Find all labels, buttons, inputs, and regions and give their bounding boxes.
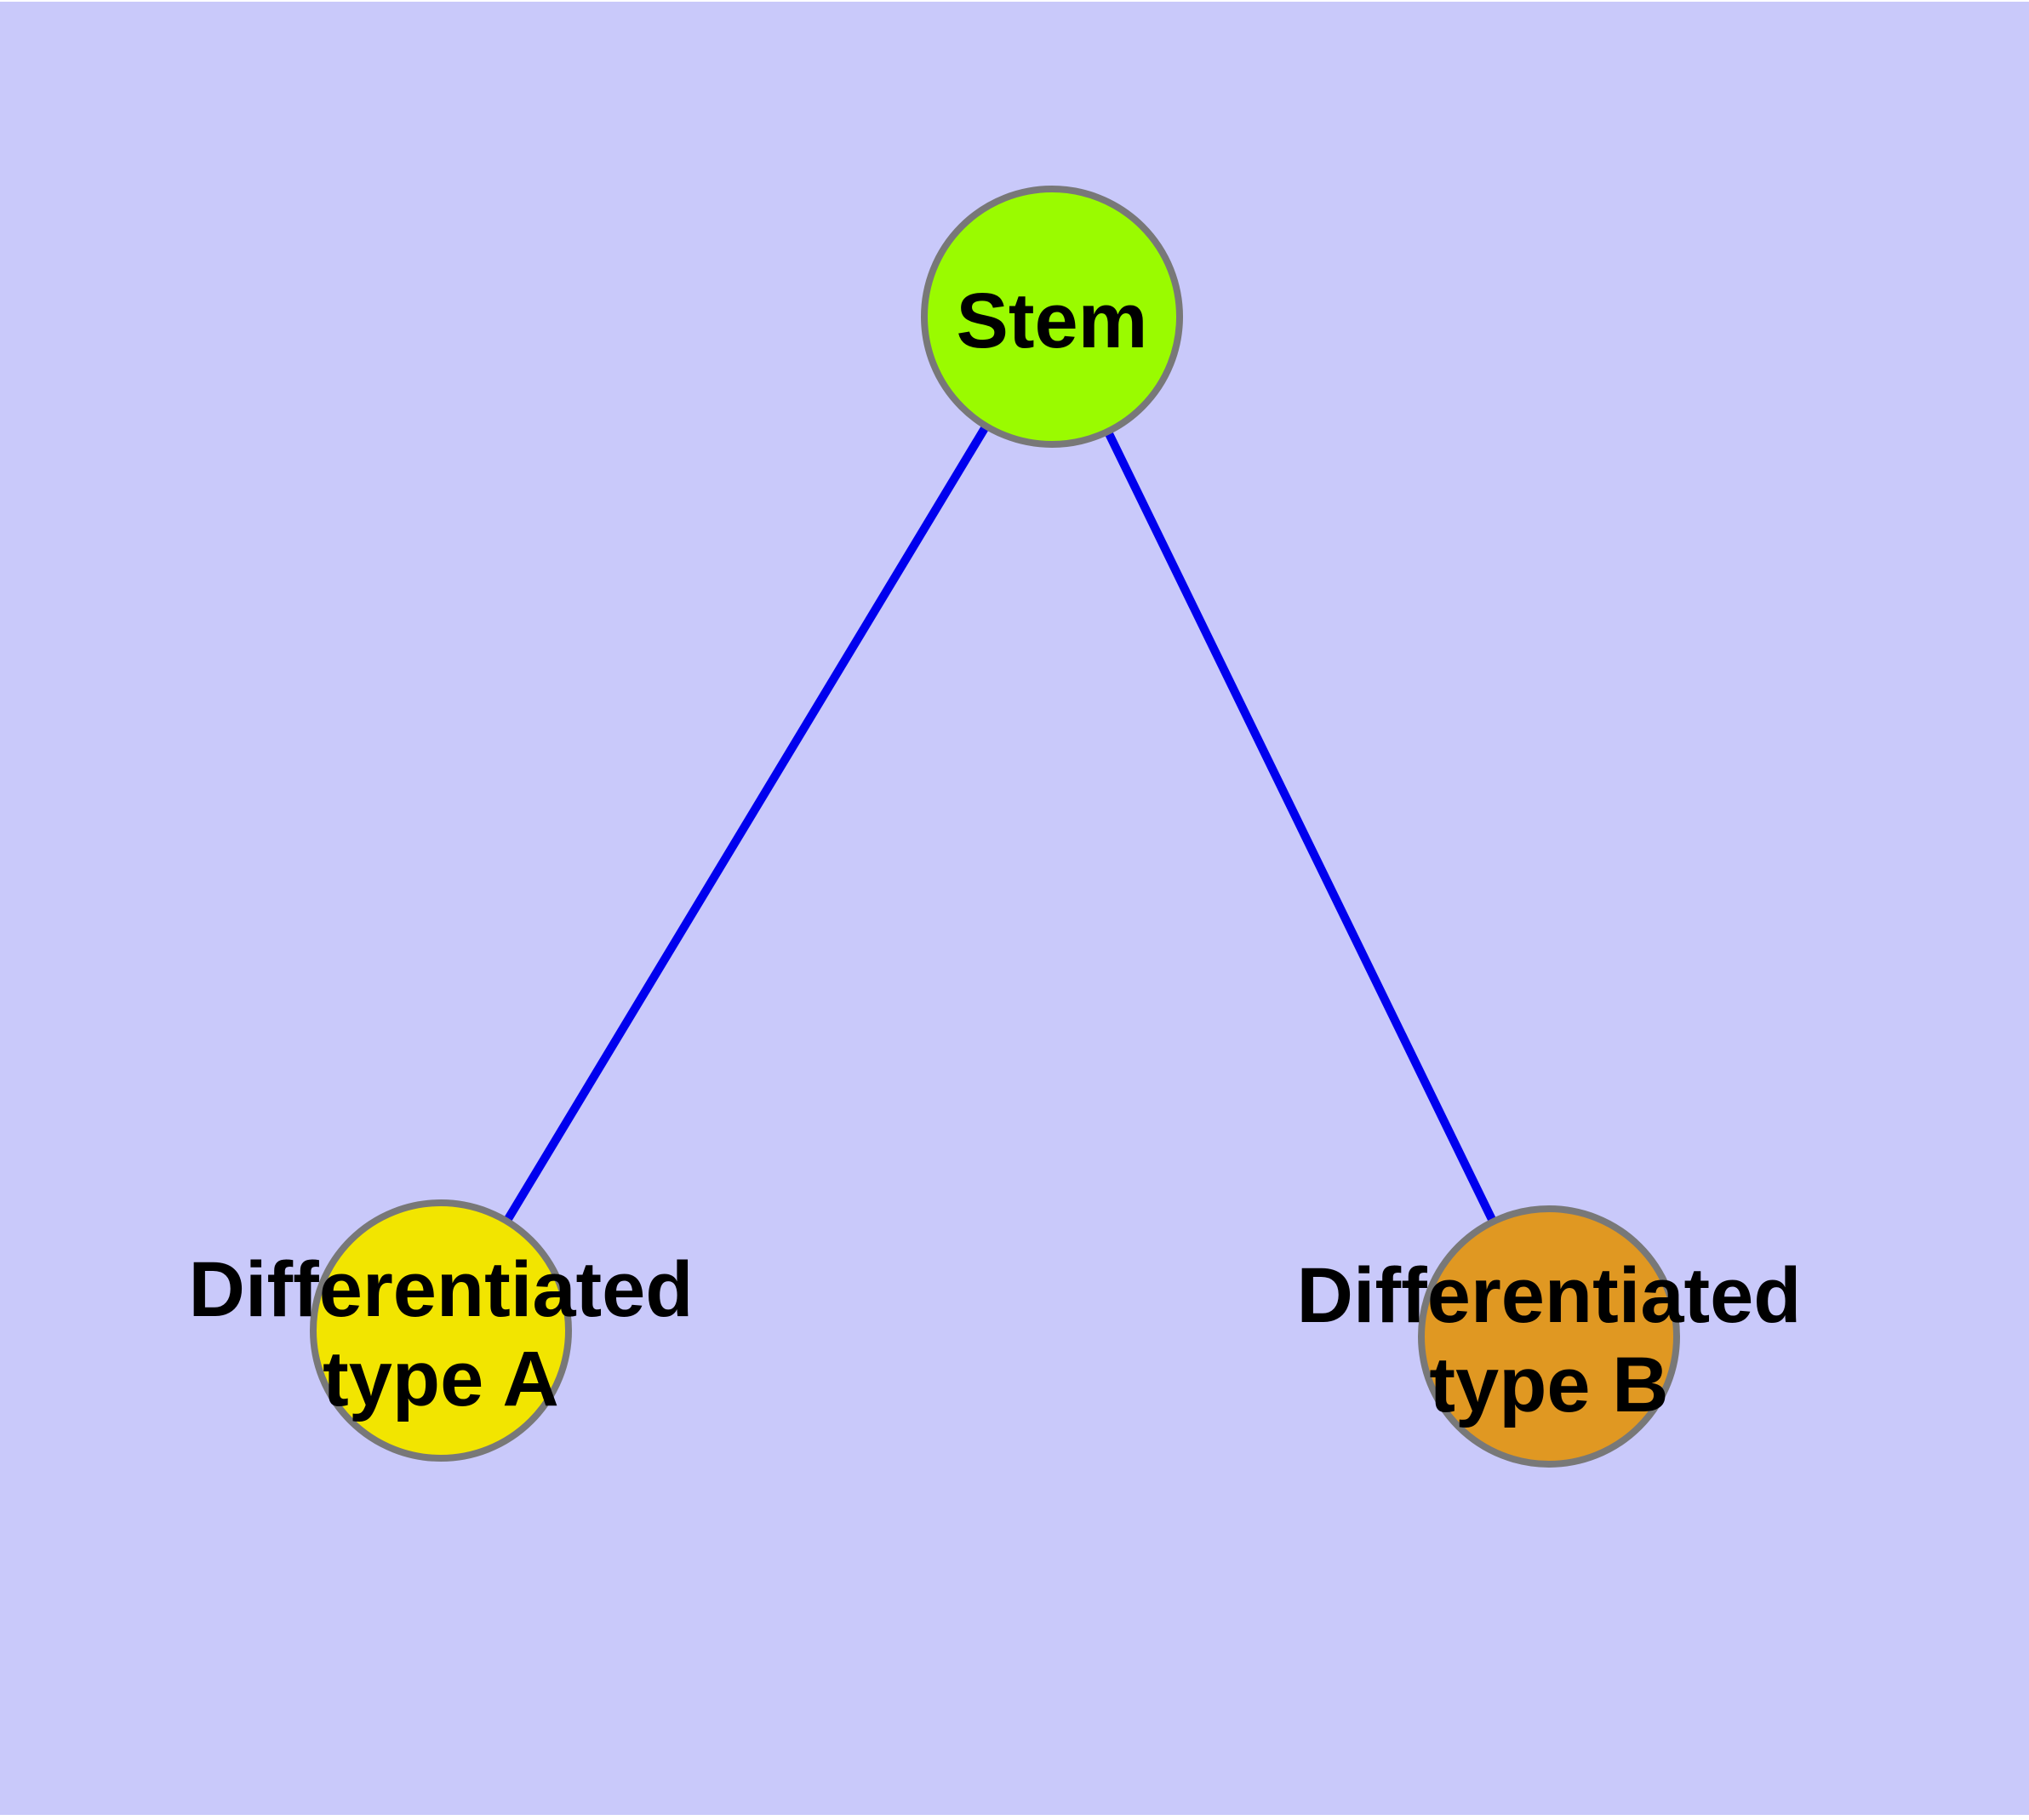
node-differentiated-type-b: Differentiated type B [1297, 1205, 1802, 1468]
node-stem: Stem [921, 186, 1183, 448]
node-type-b-circle [1418, 1205, 1680, 1468]
edge-stem-to-type-a [437, 314, 1056, 1333]
node-type-a-label-line1: Differentiated [189, 1246, 694, 1333]
node-type-a-label-line2: type A [323, 1336, 559, 1422]
node-stem-circle [921, 186, 1183, 448]
node-type-a-circle [310, 1199, 572, 1462]
node-stem-label: Stem [957, 278, 1148, 364]
node-differentiated-type-a: Differentiated type A [189, 1199, 694, 1462]
node-type-b-label-line2: type B [1429, 1342, 1668, 1428]
node-type-b-label-line1: Differentiated [1297, 1252, 1802, 1339]
edge-stem-to-type-b [1048, 314, 1553, 1339]
